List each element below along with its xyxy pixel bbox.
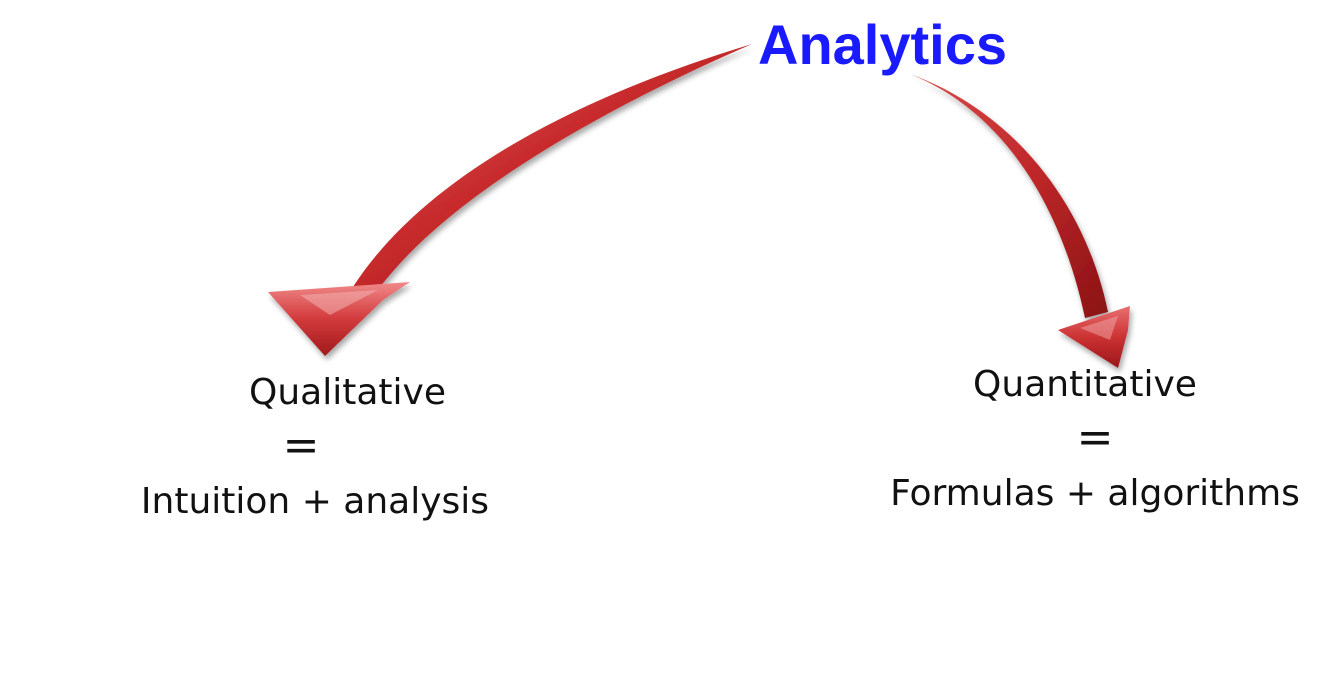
- quantitative-branch: Quantitative = Formulas + algorithms: [870, 362, 1320, 520]
- qualitative-branch: Qualitative = Intuition + analysis: [110, 370, 520, 528]
- qualitative-equals-sign: =: [282, 420, 320, 471]
- left-arrow: [268, 44, 752, 356]
- diagram-title: Analytics: [758, 13, 1007, 76]
- qualitative-formula: Intuition + analysis: [140, 481, 490, 522]
- quantitative-equals-sign: =: [1076, 412, 1114, 463]
- qualitative-heading: Qualitative: [249, 372, 446, 413]
- quantitative-heading: Quantitative: [973, 364, 1197, 405]
- left-arrow-head: [268, 282, 410, 356]
- right-arrow-shaft: [910, 74, 1108, 318]
- left-arrow-shaft: [345, 44, 752, 300]
- right-arrow: [910, 74, 1130, 368]
- quantitative-formula: Formulas + algorithms: [890, 473, 1300, 514]
